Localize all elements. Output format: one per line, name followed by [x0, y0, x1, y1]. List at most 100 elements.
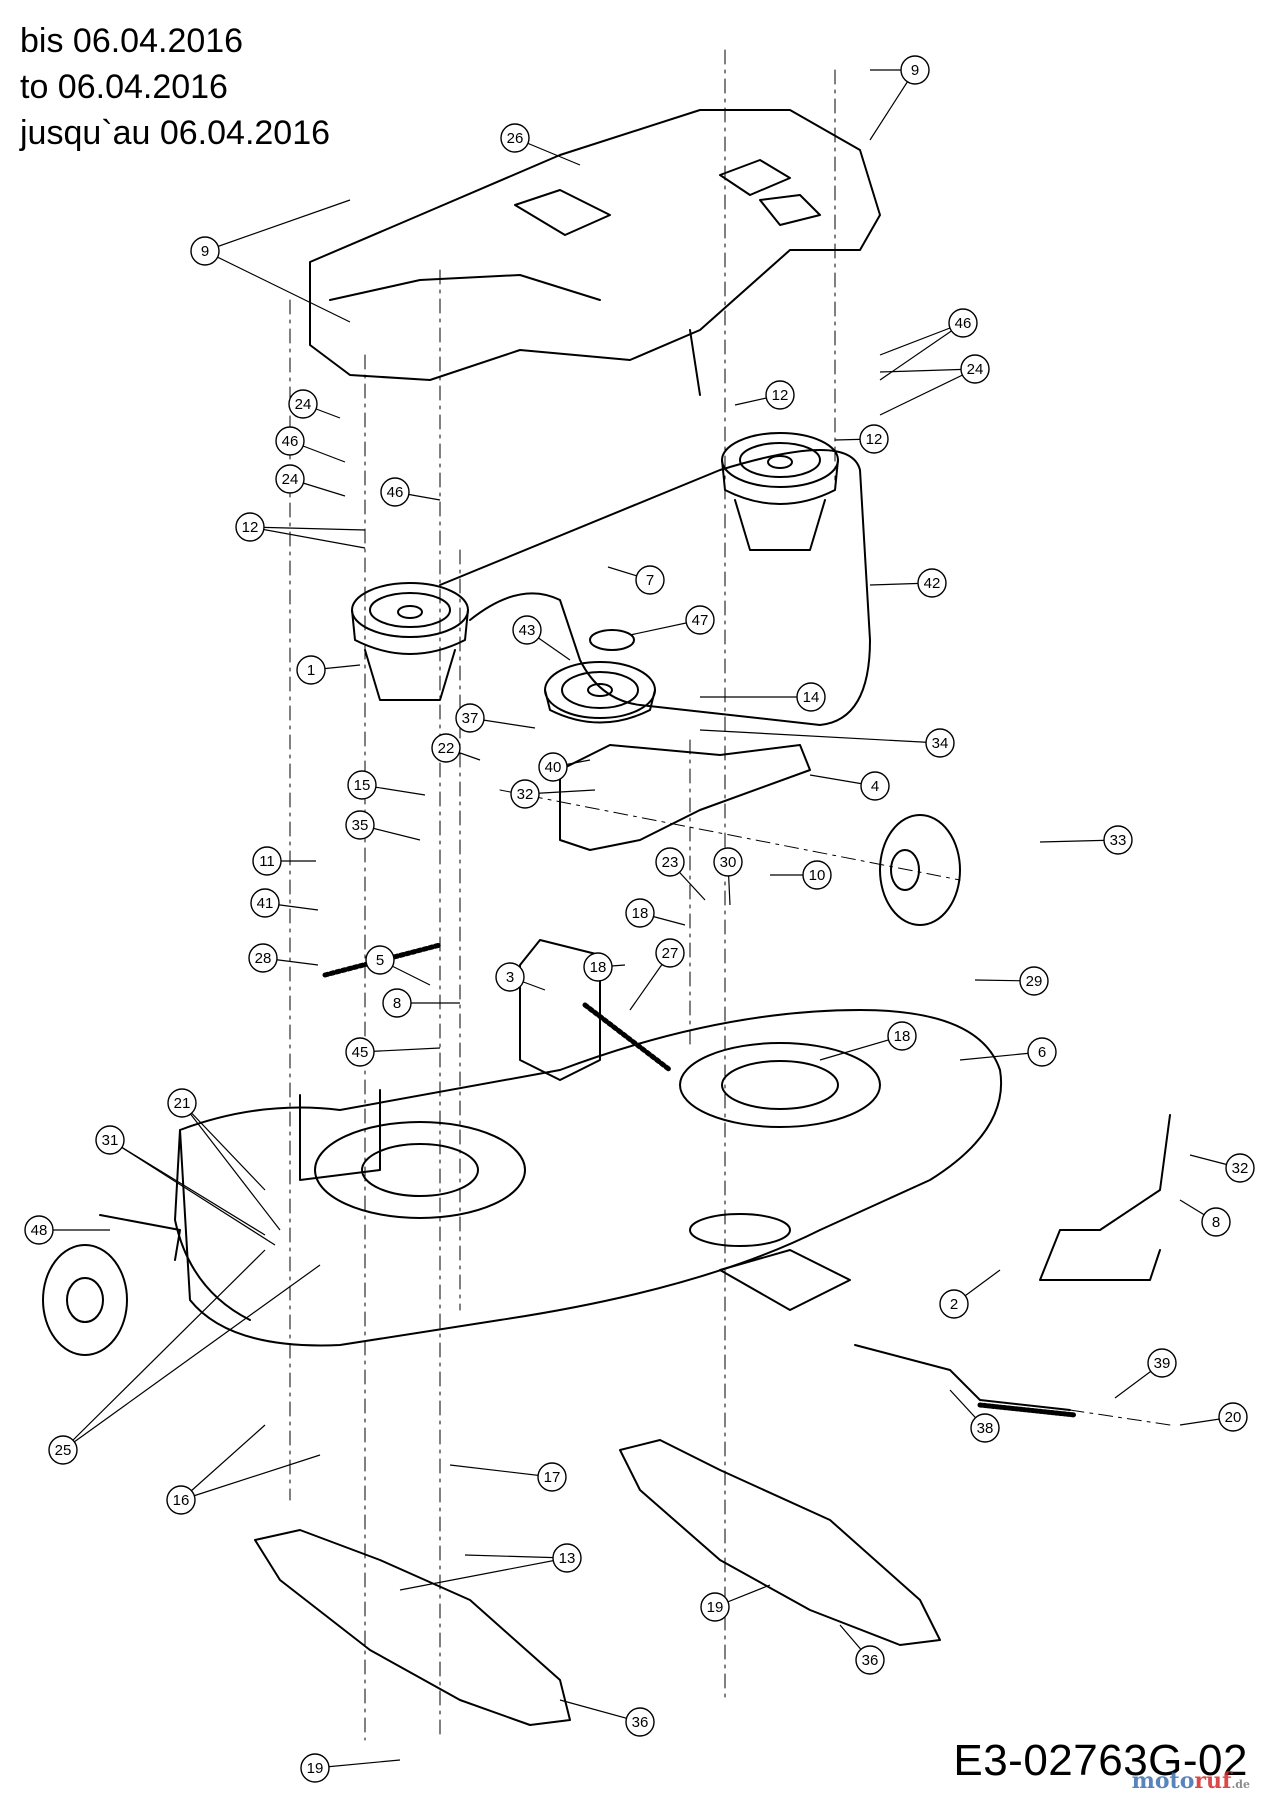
part-callout-28[interactable]: 28: [248, 943, 278, 973]
right-spindle-part: [721, 432, 839, 551]
part-callout-2[interactable]: 2: [939, 1289, 969, 1319]
part-callout-1[interactable]: 1: [296, 655, 326, 685]
callout-label: 13: [559, 1550, 576, 1567]
part-callout-46[interactable]: 46: [948, 308, 978, 338]
callout-circle: [1103, 825, 1133, 855]
part-callout-48[interactable]: 48: [24, 1215, 54, 1245]
part-callout-22[interactable]: 22: [431, 733, 461, 763]
idler-arm-part: [559, 744, 811, 851]
part-callout-8[interactable]: 8: [1201, 1207, 1231, 1237]
drive-belt-part: [439, 449, 871, 726]
part-callout-26[interactable]: 26: [500, 123, 530, 153]
callout-circle: [248, 943, 278, 973]
leader-line-13: [399, 1557, 568, 1591]
part-callout-11[interactable]: 11: [252, 846, 282, 876]
leader-line-21: [181, 1102, 266, 1191]
part-callout-34[interactable]: 34: [925, 728, 955, 758]
part-callout-29[interactable]: 29: [1019, 966, 1049, 996]
callout-circle: [190, 236, 220, 266]
part-callout-36[interactable]: 36: [625, 1707, 655, 1737]
leader-line-9: [204, 199, 351, 252]
part-callout-31[interactable]: 31: [95, 1125, 125, 1155]
part-callout-6[interactable]: 6: [1027, 1037, 1057, 1067]
part-callout-32[interactable]: 32: [1225, 1153, 1255, 1183]
part-callout-33[interactable]: 33: [1103, 825, 1133, 855]
part-callout-30[interactable]: 30: [713, 847, 743, 877]
leader-line-24: [879, 368, 976, 373]
callout-circle: [859, 424, 889, 454]
callout-circle: [252, 846, 282, 876]
part-callout-27[interactable]: 27: [655, 938, 685, 968]
callout-circle: [1147, 1348, 1177, 1378]
callout-label: 3: [506, 969, 514, 986]
leader-line-46: [879, 322, 964, 381]
part-callout-9[interactable]: 9: [190, 236, 220, 266]
part-callout-14[interactable]: 14: [796, 682, 826, 712]
part-callout-7[interactable]: 7: [635, 565, 665, 595]
part-callout-25[interactable]: 25: [48, 1435, 78, 1465]
part-callout-40[interactable]: 40: [538, 752, 568, 782]
part-callout-24[interactable]: 24: [960, 354, 990, 384]
part-callout-18[interactable]: 18: [887, 1021, 917, 1051]
part-callout-23[interactable]: 23: [655, 847, 685, 877]
part-callout-5[interactable]: 5: [365, 945, 395, 975]
part-callout-41[interactable]: 41: [250, 888, 280, 918]
part-callout-18[interactable]: 18: [625, 898, 655, 928]
part-callout-32[interactable]: 32: [510, 779, 540, 809]
callout-label: 18: [894, 1028, 911, 1045]
callout-label: 32: [1232, 1160, 1249, 1177]
callout-label: 32: [517, 786, 534, 803]
part-callout-35[interactable]: 35: [345, 810, 375, 840]
callout-circle: [796, 682, 826, 712]
part-callout-46[interactable]: 46: [275, 426, 305, 456]
part-callout-24[interactable]: 24: [288, 389, 318, 419]
callout-circle: [700, 1592, 730, 1622]
part-callout-24[interactable]: 24: [275, 464, 305, 494]
callout-label: 26: [507, 130, 524, 147]
part-callout-13[interactable]: 13: [552, 1543, 582, 1573]
callout-label: 11: [259, 853, 275, 870]
callout-circle: [948, 308, 978, 338]
callout-circle: [655, 847, 685, 877]
callout-circle: [900, 55, 930, 85]
part-callout-47[interactable]: 47: [685, 605, 715, 635]
callout-label: 41: [257, 895, 274, 912]
part-callout-39[interactable]: 39: [1147, 1348, 1177, 1378]
callout-label: 1: [307, 662, 315, 679]
part-callout-12[interactable]: 12: [765, 380, 795, 410]
part-callout-19[interactable]: 19: [700, 1592, 730, 1622]
callout-label: 33: [1110, 832, 1127, 849]
callout-label: 12: [866, 431, 883, 448]
part-callout-4[interactable]: 4: [860, 771, 890, 801]
part-callout-10[interactable]: 10: [802, 860, 832, 890]
part-callout-16[interactable]: 16: [166, 1485, 196, 1515]
callout-label: 24: [282, 471, 299, 488]
part-callout-17[interactable]: 17: [537, 1462, 567, 1492]
part-callout-9[interactable]: 9: [900, 55, 930, 85]
leader-line-25: [62, 1264, 321, 1451]
callout-circle: [345, 1037, 375, 1067]
part-callout-43[interactable]: 43: [512, 615, 542, 645]
part-callout-36[interactable]: 36: [855, 1645, 885, 1675]
part-callout-38[interactable]: 38: [970, 1413, 1000, 1443]
part-callout-12[interactable]: 12: [235, 512, 265, 542]
part-callout-12[interactable]: 12: [859, 424, 889, 454]
callout-label: 12: [242, 519, 259, 536]
callout-label: 9: [911, 62, 919, 79]
part-callout-19[interactable]: 19: [300, 1753, 330, 1783]
part-callout-37[interactable]: 37: [455, 703, 485, 733]
callout-label: 4: [871, 778, 879, 795]
part-callout-42[interactable]: 42: [917, 568, 947, 598]
part-callout-20[interactable]: 20: [1218, 1402, 1248, 1432]
part-callout-21[interactable]: 21: [167, 1088, 197, 1118]
part-callout-18[interactable]: 18: [583, 952, 613, 982]
part-callout-15[interactable]: 15: [347, 770, 377, 800]
part-callout-3[interactable]: 3: [495, 962, 525, 992]
part-callout-8[interactable]: 8: [382, 988, 412, 1018]
callout-label: 30: [720, 854, 737, 871]
part-callout-45[interactable]: 45: [345, 1037, 375, 1067]
callout-circle: [512, 615, 542, 645]
callout-label: 14: [803, 689, 820, 706]
part-callout-46[interactable]: 46: [380, 477, 410, 507]
callout-circle: [1201, 1207, 1231, 1237]
